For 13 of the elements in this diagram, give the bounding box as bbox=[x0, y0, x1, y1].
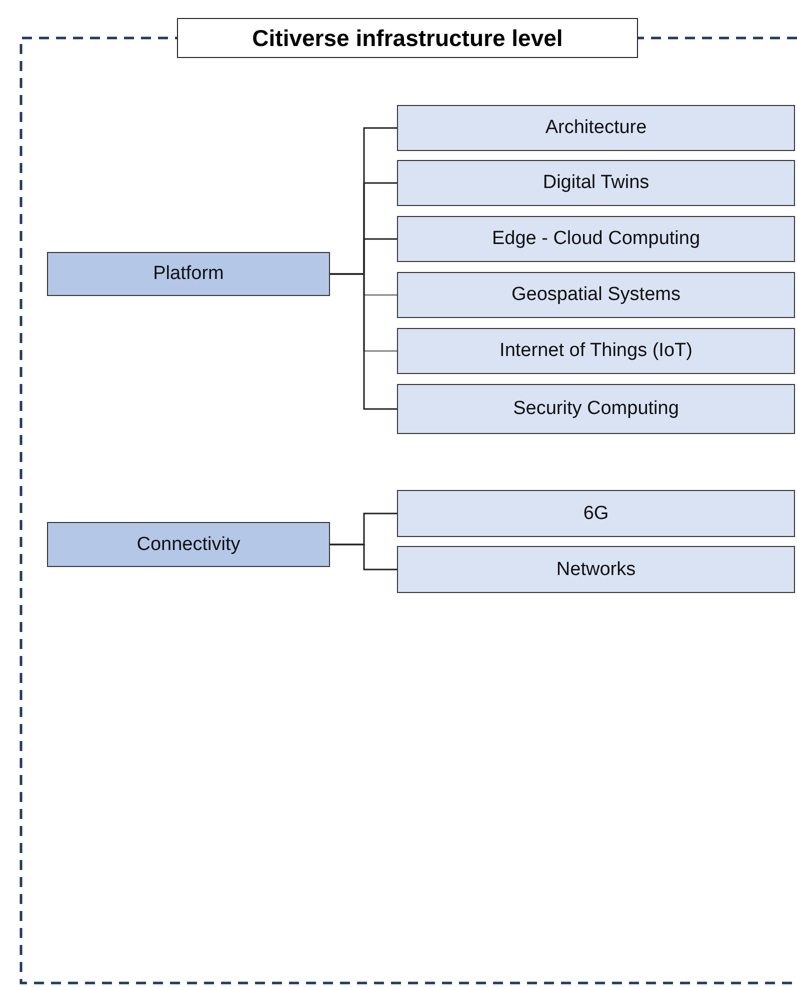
item-box: 6G bbox=[397, 490, 795, 537]
item-box: Internet of Things (IoT) bbox=[397, 328, 795, 374]
item-box: Edge - Cloud Computing bbox=[397, 216, 795, 262]
item-box: Geospatial Systems bbox=[397, 272, 795, 318]
item-box: Networks bbox=[397, 546, 795, 593]
item-box: Architecture bbox=[397, 105, 795, 151]
connector-line bbox=[330, 273, 397, 410]
item-box: Digital Twins bbox=[397, 160, 795, 206]
item-box: Security Computing bbox=[397, 384, 795, 434]
connector-line bbox=[330, 544, 397, 570]
category-box: Connectivity bbox=[47, 522, 330, 567]
frame-title: Citiverse infrastructure level bbox=[177, 18, 638, 58]
category-box: Platform bbox=[47, 252, 330, 296]
